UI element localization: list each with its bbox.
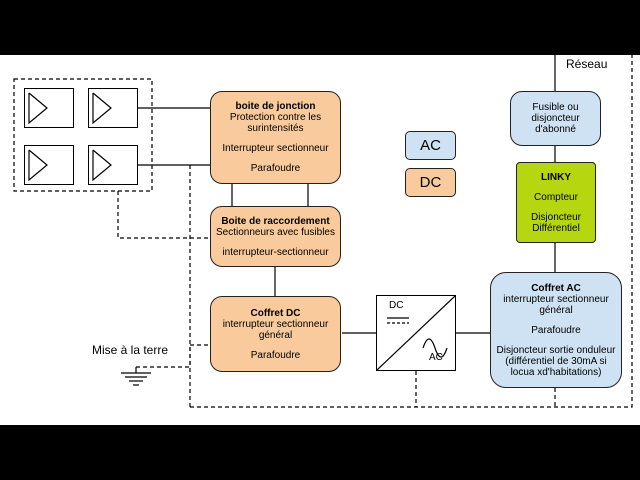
junction-box-title: boite de jonction: [235, 101, 316, 112]
ground-label: Mise à la terre: [92, 343, 169, 357]
coffret-ac-title: Coffret AC: [531, 282, 581, 294]
earth-ground: [136, 345, 191, 368]
linky-line2: Disjoncteur: [530, 211, 582, 223]
raccordement-box-title: Boite de raccordement: [221, 215, 330, 227]
coffret-ac-line4: Disjoncteur sortie onduleur: [496, 344, 616, 356]
linky-line3: Différentiel: [532, 222, 580, 234]
raccordement-box: Boite de raccordement Sectionneurs avec …: [210, 206, 341, 267]
coffret-ac-line3: Parafoudre: [531, 324, 581, 336]
legend-dc: DC: [405, 168, 456, 197]
panel-frame-dashed: [13, 78, 153, 192]
coffret-ac-line1: interrupteur sectionneur: [503, 293, 609, 305]
raccordement-box-line1: Sectionneurs avec fusibles: [216, 226, 335, 238]
raccordement-box-line2: interrupteur-sectionneur: [222, 246, 329, 258]
inverter-ac-label: AC: [429, 352, 443, 363]
solar-panel-icon: [88, 88, 138, 128]
earth-panels: [117, 191, 210, 239]
earth-main: [190, 55, 633, 408]
inverter-icon: DC AC: [376, 295, 456, 371]
fusible-box: Fusible ou disjoncteur d'abonné: [510, 91, 601, 146]
coffret-ac-line6: locua xd'habitations): [510, 366, 602, 378]
coffret-ac-line5: (différentiel de 30mA si: [505, 355, 607, 367]
inverter-dc-label: DC: [389, 300, 404, 311]
diagram-canvas: boite de jonction Protection contre les …: [0, 55, 640, 425]
coffret-dc-line3: Parafoudre: [250, 349, 301, 361]
linky-title: LINKY: [541, 171, 571, 183]
fusible-line1: Fusible ou: [532, 102, 579, 113]
reseau-label: Réseau: [566, 57, 608, 71]
solar-panel-icon: [24, 88, 74, 128]
coffret-dc-title: Coffret DC: [250, 307, 301, 319]
coffret-dc-line1: interrupteur sectionneur: [222, 318, 329, 330]
wiring: [13, 55, 633, 408]
coffret-ac-line2: général: [539, 304, 573, 316]
coffret-dc-box: Coffret DC interrupteur sectionneur géné…: [210, 296, 341, 372]
linky-box: LINKY Compteur Disjoncteur Différentiel: [516, 162, 596, 243]
legend-ac-label: AC: [420, 137, 441, 154]
solar-panel-icon: [24, 145, 74, 185]
fusible-line3: d'abonné: [535, 124, 576, 135]
junction-box-line4: Parafoudre: [250, 163, 301, 174]
fusible-line2: disjoncteur: [531, 113, 580, 124]
legend-ac: AC: [405, 131, 456, 160]
junction-box-line3: Interrupteur sectionneur: [222, 143, 329, 154]
solar-panel-icon: [88, 145, 138, 185]
coffret-dc-line2: général: [258, 329, 293, 341]
junction-box-line2: surintensités: [247, 123, 304, 134]
legend-dc-label: DC: [419, 174, 442, 191]
junction-box-line1: Protection contre les: [229, 112, 322, 123]
ground-icon: [121, 367, 151, 386]
linky-line1: Compteur: [534, 191, 578, 203]
coffret-ac-box: Coffret AC interrupteur sectionneur géné…: [490, 272, 622, 388]
junction-box: boite de jonction Protection contre les …: [210, 91, 341, 184]
